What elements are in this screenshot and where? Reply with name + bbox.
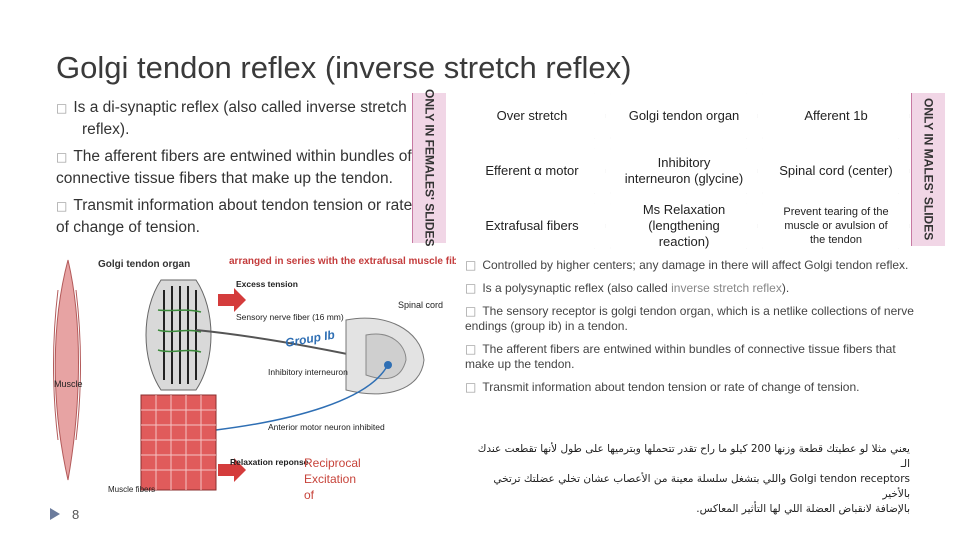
- excess-tension-arrow: [218, 288, 246, 312]
- muscle-fiber-bundle: [140, 394, 217, 491]
- muscle-shape: [54, 259, 79, 481]
- reflex-flow-chart: Over stretch Golgi tendon organ Afferent…: [458, 93, 910, 253]
- sensory-nerve-label: Sensory nerve fiber (16 mm): [236, 312, 344, 322]
- golgi-organ-heading: Golgi tendon organ: [98, 259, 190, 270]
- right-bullet-list: □Controlled by higher centers; any damag…: [465, 258, 915, 403]
- relaxation-arrow: [218, 458, 246, 482]
- bullet-icon: □: [465, 304, 477, 318]
- left-bullet-2: □The afferent fibers are entwined within…: [56, 148, 412, 187]
- males-only-band: ONLY IN MALES' SLIDES: [911, 93, 945, 246]
- relaxation-label: Relaxation reponse: [230, 457, 309, 467]
- arabic-note: يعني مثلا لو عطيتك قطعة وزنها 200 كيلو م…: [477, 443, 910, 515]
- left-bullet-3: □Transmit information about tendon tensi…: [56, 197, 413, 236]
- muscle-label: Muscle: [54, 379, 83, 389]
- bullet-icon: □: [465, 258, 477, 272]
- slide-number: 8: [72, 507, 80, 522]
- slide-title: Golgi tendon reflex (inverse stretch ref…: [56, 50, 632, 85]
- golgi-tendon-diagram: Muscle Golgi tendon organ arranged in se…: [46, 250, 456, 500]
- muscle-fibers-label: Muscle fibers: [108, 485, 155, 494]
- right-bullet-2: □Is a polysynaptic reflex (also called i…: [465, 281, 790, 295]
- spinal-cord-label: Spinal cord: [398, 300, 443, 310]
- females-only-band: ONLY IN FEMALES' SLIDES: [412, 89, 446, 247]
- right-bullet-4: □The afferent fibers are entwined within…: [465, 342, 896, 371]
- flow-step-over-stretch: Over stretch: [458, 93, 606, 139]
- flow-step-afferent-1b: Afferent 1b: [762, 93, 910, 139]
- anterior-motor-label: Anterior motor neuron inhibited: [268, 422, 385, 432]
- right-bullet-5: □Transmit information about tendon tensi…: [465, 380, 860, 394]
- bullet-icon: □: [465, 281, 477, 295]
- play-arrow-icon[interactable]: [50, 508, 60, 520]
- flow-step-golgi-tendon-organ: Golgi tendon organ: [610, 93, 758, 139]
- flow-step-inhibitory-interneuron: Inhibitory interneuron (glycine): [610, 148, 758, 194]
- flow-step-ms-relaxation: Ms Relaxation (lengthening reaction): [610, 203, 758, 249]
- bullet-icon: □: [56, 150, 68, 164]
- flow-step-efferent-motor: Efferent α motor: [458, 148, 606, 194]
- left-bullet-list: □Is a di-synaptic reflex (also called in…: [56, 97, 416, 244]
- left-bullet-1: □Is a di-synaptic reflex (also called in…: [56, 99, 407, 138]
- bullet-icon: □: [465, 380, 477, 394]
- tendon-organ-capsule: [145, 279, 212, 391]
- reciprocal-excitation-label: Reciprocal Excitation of antagonist: [304, 456, 361, 500]
- excess-tension-label: Excess tension: [236, 279, 298, 289]
- inhibitory-interneuron-label: Inhibitory interneuron: [268, 367, 348, 377]
- arranged-in-series-label: arranged in series with the extrafusal m…: [229, 256, 456, 267]
- bullet-icon: □: [56, 199, 68, 213]
- flow-step-extrafusal-fibers: Extrafusal fibers: [458, 203, 606, 249]
- flow-step-prevent-tearing: Prevent tearing of the muscle or avulsio…: [762, 203, 910, 249]
- right-bullet-3: □The sensory receptor is golgi tendon or…: [465, 304, 914, 333]
- right-bullet-1: □Controlled by higher centers; any damag…: [465, 258, 909, 272]
- bullet-icon: □: [465, 342, 477, 356]
- bullet-icon: □: [56, 101, 68, 115]
- flow-step-spinal-cord: Spinal cord (center): [762, 148, 910, 194]
